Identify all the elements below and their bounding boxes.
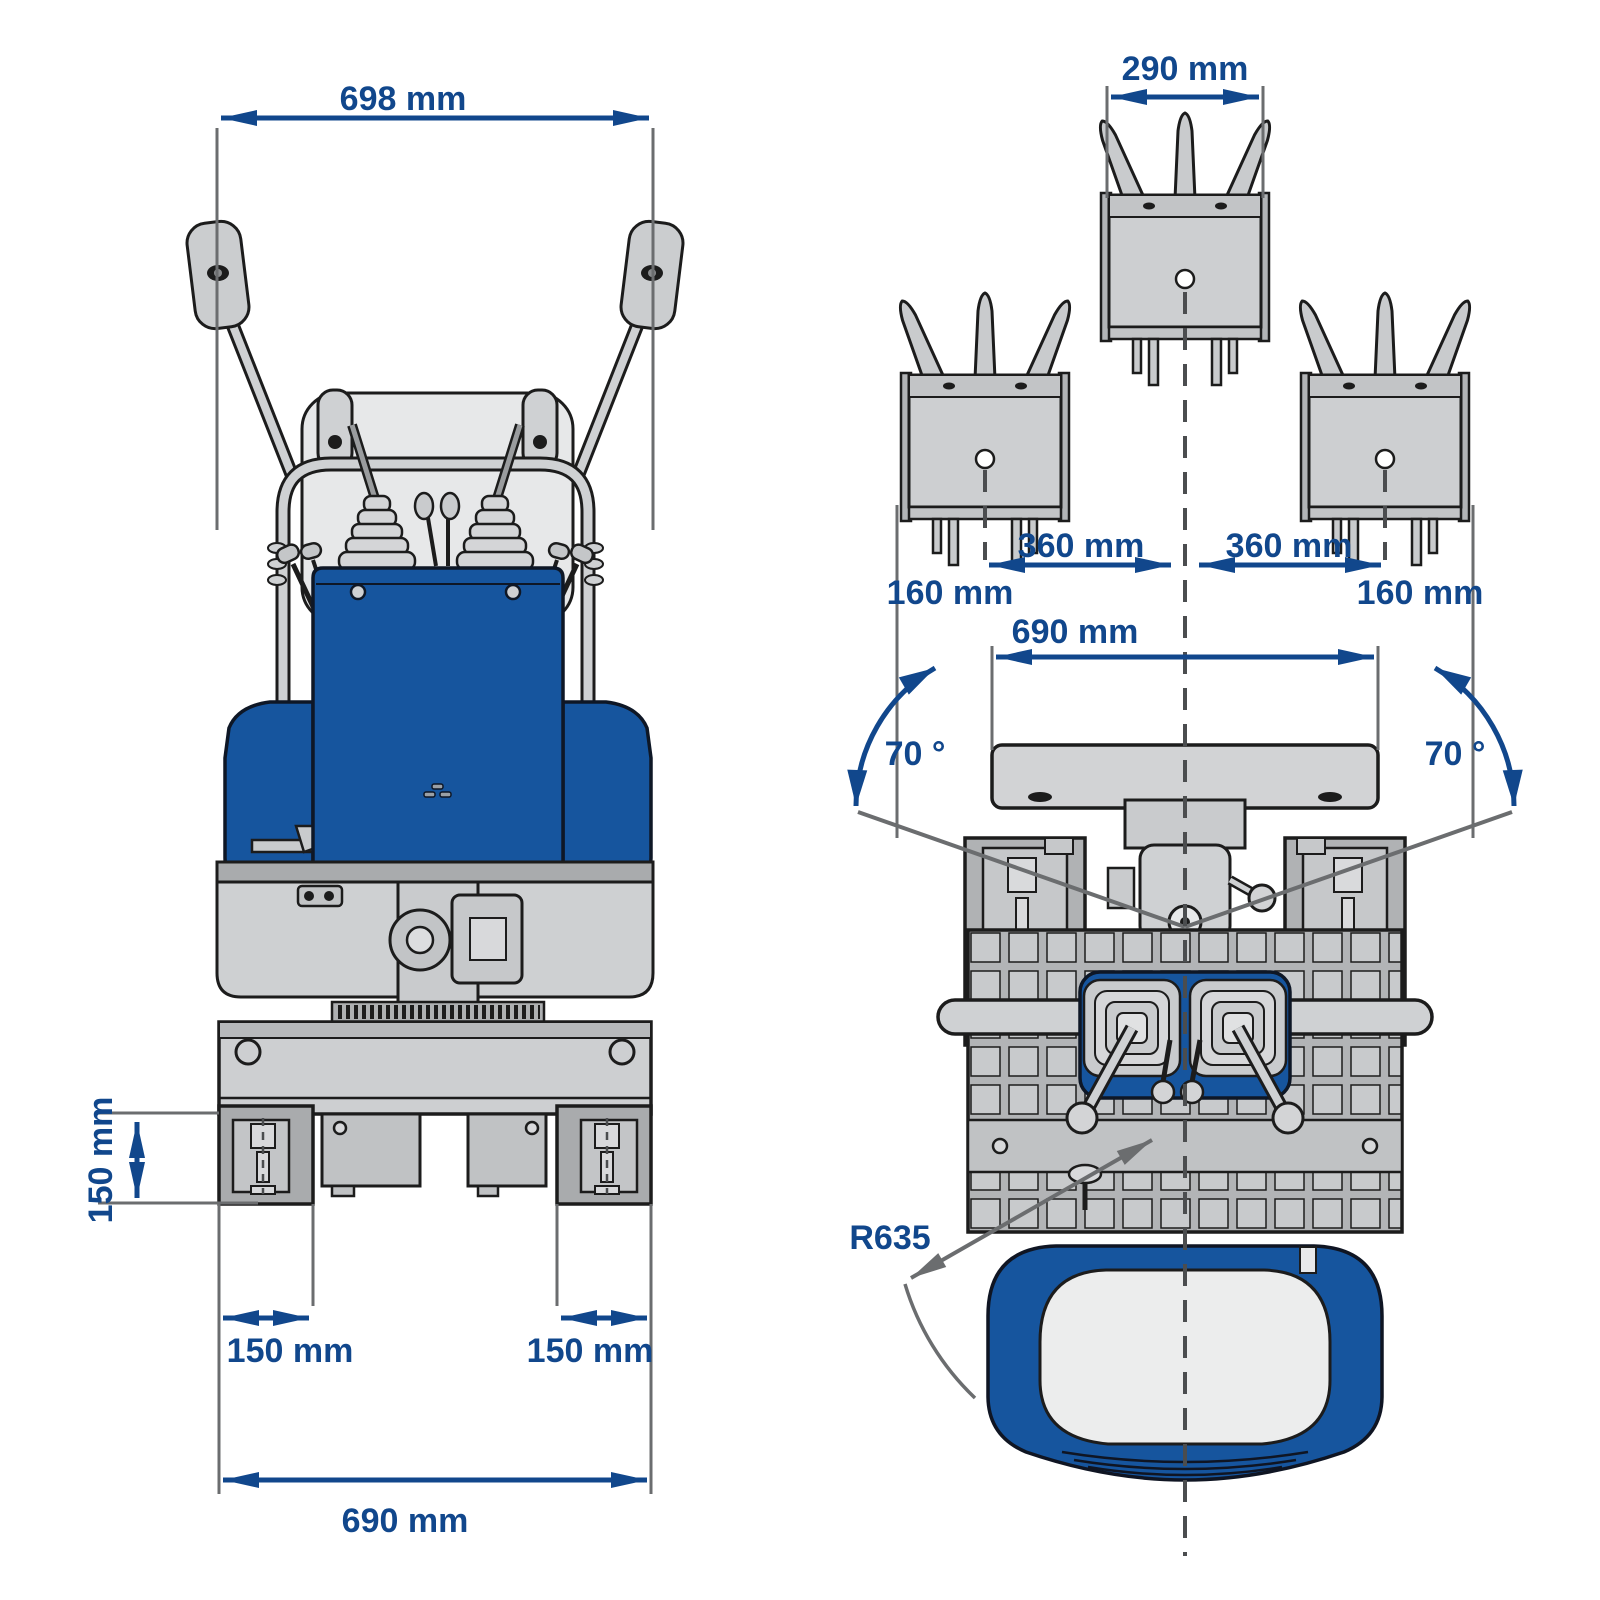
- dim-label-swing-angle-left: 70 °: [885, 735, 946, 773]
- swing-head: [1106, 798, 1277, 942]
- chassis-flange: [215, 860, 655, 884]
- hinge-plate-left: [316, 388, 354, 470]
- front-machine-art: [185, 219, 685, 1206]
- swing-angle-arcs: [847, 665, 1523, 807]
- dim-label-track-width-right: 150 mm: [527, 1332, 654, 1370]
- swing-drive: [296, 880, 524, 1024]
- fender-right: [561, 700, 653, 882]
- undercarriage: [320, 1112, 548, 1198]
- dim-label-blade-width: 690 mm: [342, 1502, 469, 1540]
- dim-label-offset-left: 360 mm: [1018, 527, 1145, 565]
- joystick-left: [337, 423, 417, 572]
- fender-left: [223, 700, 315, 882]
- dim-arrow-turning-radius: [910, 1138, 1153, 1280]
- dim-label-clearance-left: 160 mm: [887, 574, 1014, 612]
- control-frame: [278, 459, 593, 848]
- dim-label-bucket-width: 290 mm: [1122, 50, 1249, 88]
- handlebar-tubes: [215, 295, 655, 481]
- top-extension-lines: [895, 86, 1475, 838]
- turning-radius-arc: [903, 1283, 977, 1400]
- dim-label-turning-radius: R635: [849, 1219, 930, 1257]
- dim-label-swing-angle-right: 70 °: [1425, 735, 1486, 773]
- front-dimensions: 698 mm 150 mm 150 mm 150 mm 690 mm: [82, 80, 653, 1540]
- front-view: 698 mm 150 mm 150 mm 150 mm 690 mm: [82, 80, 685, 1540]
- top-view: 290 mm 360 mm 360 mm 160 mm 160 mm 690 m…: [847, 50, 1523, 1556]
- blade: [217, 1020, 653, 1116]
- dim-label-overall-width: 698 mm: [340, 80, 467, 118]
- dim-label-clearance-right: 160 mm: [1357, 574, 1484, 612]
- front-panel: [311, 566, 565, 884]
- swing-range-lines: [857, 810, 1513, 929]
- top-dimensions: 290 mm 360 mm 360 mm 160 mm 160 mm 690 m…: [849, 50, 1486, 1280]
- dim-label-carriage-width: 690 mm: [1012, 613, 1139, 651]
- track-left: [217, 1104, 315, 1206]
- front-extension-lines: [98, 128, 655, 1494]
- dim-label-track-width-left: 150 mm: [227, 1332, 354, 1370]
- centerlines: [983, 292, 1387, 1556]
- dim-label-track-height: 150 mm: [82, 1097, 120, 1224]
- console-top: [1065, 970, 1305, 1135]
- joystick-right: [455, 423, 535, 572]
- hinge-plate-right: [521, 388, 559, 470]
- dim-label-offset-right: 360 mm: [1226, 527, 1353, 565]
- track-right: [555, 1104, 653, 1206]
- panel-emblem: [423, 783, 452, 798]
- center-levers: [413, 491, 461, 567]
